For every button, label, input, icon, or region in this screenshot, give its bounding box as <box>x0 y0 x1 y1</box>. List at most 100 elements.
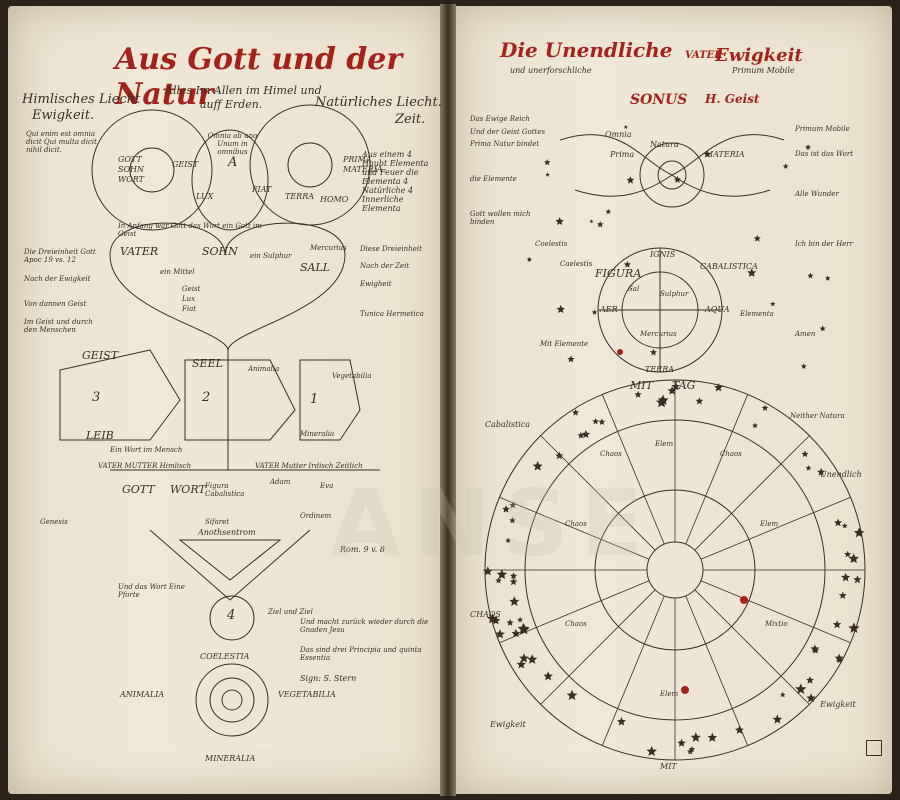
latin-quote-middle: Omnia ab uno Unum in omnibus <box>207 132 258 156</box>
center-mercurius: Mercurius <box>640 330 677 338</box>
star-icon <box>623 125 628 129</box>
mid-note-2: Ordinem <box>300 512 332 520</box>
row-figura: Figura Cabalistica <box>205 482 245 498</box>
star-icon <box>650 348 657 356</box>
star-icon <box>832 620 842 629</box>
heart-small-6: Mercurius <box>310 244 347 252</box>
heart-sohn: SOHN <box>202 245 238 258</box>
star-icon <box>519 653 529 663</box>
star-icon <box>747 268 757 277</box>
right-right-note-4: Ich bin der Herr <box>795 240 854 248</box>
star-icon <box>577 431 585 439</box>
star-icon <box>509 596 520 606</box>
triangle-animalia: Animalia <box>248 365 280 373</box>
sonus-label: SONUS <box>630 92 688 108</box>
latin-quote-left: Qui enim est omnia dicit Qui multa dicit… <box>26 130 97 154</box>
heart-small-2: Geist <box>182 285 201 293</box>
star-icon <box>673 175 682 183</box>
star-icon <box>526 256 532 262</box>
triangle-geist: GEIST <box>82 349 119 362</box>
right-margin-note-2: Nach der Zeit <box>360 262 410 270</box>
side-right-2: Ewigkeit <box>820 700 856 709</box>
heart-sall: SALL <box>300 261 331 274</box>
star-icon <box>841 572 851 582</box>
circle-word-wort: WORT <box>118 175 144 184</box>
label-coelestia: COELESTIA <box>200 652 250 661</box>
star-icon <box>687 748 694 755</box>
number-1: 1 <box>310 392 319 407</box>
eternity-label: Ewigkeit. <box>32 108 95 123</box>
star-icon <box>556 304 565 314</box>
left-circle-upper <box>91 109 213 231</box>
star-icon <box>772 714 783 724</box>
right-left-note-3: Prima Natur bindet <box>470 140 540 148</box>
center-a: A <box>228 155 238 170</box>
label-mineralia: MINERALIA <box>205 754 256 763</box>
side-left-1: Cabalistica <box>485 420 531 429</box>
star-icon <box>838 591 847 599</box>
center-small-1: Coelestis <box>535 240 568 248</box>
center-lux: LUX <box>196 192 214 201</box>
star-icon <box>567 355 575 363</box>
left-margin-note-4: Im Geist und durch den Menschen <box>24 318 93 334</box>
star-icon <box>592 418 599 425</box>
zodiac-mit: MIT <box>630 379 653 392</box>
center-cabalistica: CABALISTICA <box>700 262 758 271</box>
wheel-spoke <box>499 580 650 644</box>
star-icon <box>853 527 865 538</box>
star-icon <box>844 550 852 558</box>
star-icon <box>495 577 502 584</box>
right-left-note-5: Gott wollen mich binden <box>470 210 531 226</box>
mid-note-3: Genesis <box>40 518 68 526</box>
star-icon <box>496 569 508 580</box>
number-3: 3 <box>92 390 101 405</box>
star-icon <box>703 150 712 158</box>
heart-vater: VATER <box>120 245 159 258</box>
subtitle-line-1: Alles Im Allen im Himel und <box>165 84 322 97</box>
star-icon <box>824 275 831 281</box>
heart-diagram <box>109 222 346 351</box>
wheel-spoke <box>700 496 851 560</box>
star-icon <box>714 383 723 392</box>
upper-sun-circle <box>639 142 705 208</box>
star-icon <box>572 409 580 416</box>
wheel-spoke <box>700 580 851 644</box>
star-icon <box>527 654 538 664</box>
wheel-spoke <box>601 394 665 545</box>
star-icon <box>761 404 769 411</box>
label-vegetabilia: VEGETABILIA <box>278 690 336 699</box>
left-margin-note-2: Nach der Ewigkeit <box>24 275 91 283</box>
wheel-spoke <box>499 496 650 560</box>
star-icon <box>509 517 516 524</box>
star-icon <box>806 676 814 684</box>
center-small-2: Caelestis <box>560 260 593 268</box>
h-geist-label: H. Geist <box>705 92 760 106</box>
star-icon <box>517 616 524 623</box>
star-icon <box>589 219 594 224</box>
center-sal: Sal <box>628 285 640 293</box>
center-small-4: Mit Elemente <box>540 340 589 348</box>
upper-prima: Prima <box>610 150 635 159</box>
star-icon <box>841 522 848 529</box>
star-icon <box>657 394 669 405</box>
right-right-note-1: Primum Mobile <box>795 125 850 133</box>
circle-word-homo: HOMO <box>320 195 349 204</box>
center-aqua: AQUA <box>705 305 730 314</box>
wheel-spoke <box>694 435 810 551</box>
star-icon <box>543 671 553 681</box>
left-title: Aus Gott und der Natur <box>115 42 403 112</box>
note-aus-einem: Aus einem 4 Haubt Elementa und Feuer die… <box>362 150 429 213</box>
star-icon <box>555 451 564 460</box>
ring-word-3: Chaos <box>600 450 622 458</box>
mid-note-1: Sifaret <box>205 518 230 526</box>
star-icon <box>491 615 501 625</box>
bottom-note-4: Das sind drei Principia und quinta Essen… <box>300 646 422 662</box>
center-ignis: IGNIS <box>650 250 676 259</box>
watermark: ANSE <box>330 470 656 577</box>
star-icon <box>646 745 657 756</box>
star-icon <box>506 619 514 626</box>
star-icon <box>770 301 776 307</box>
triangle-vegetabilia: Vegetabilia <box>332 372 372 380</box>
row-gott: GOTT <box>122 483 155 496</box>
primum-mobile-label: Primum Mobile <box>732 66 795 75</box>
